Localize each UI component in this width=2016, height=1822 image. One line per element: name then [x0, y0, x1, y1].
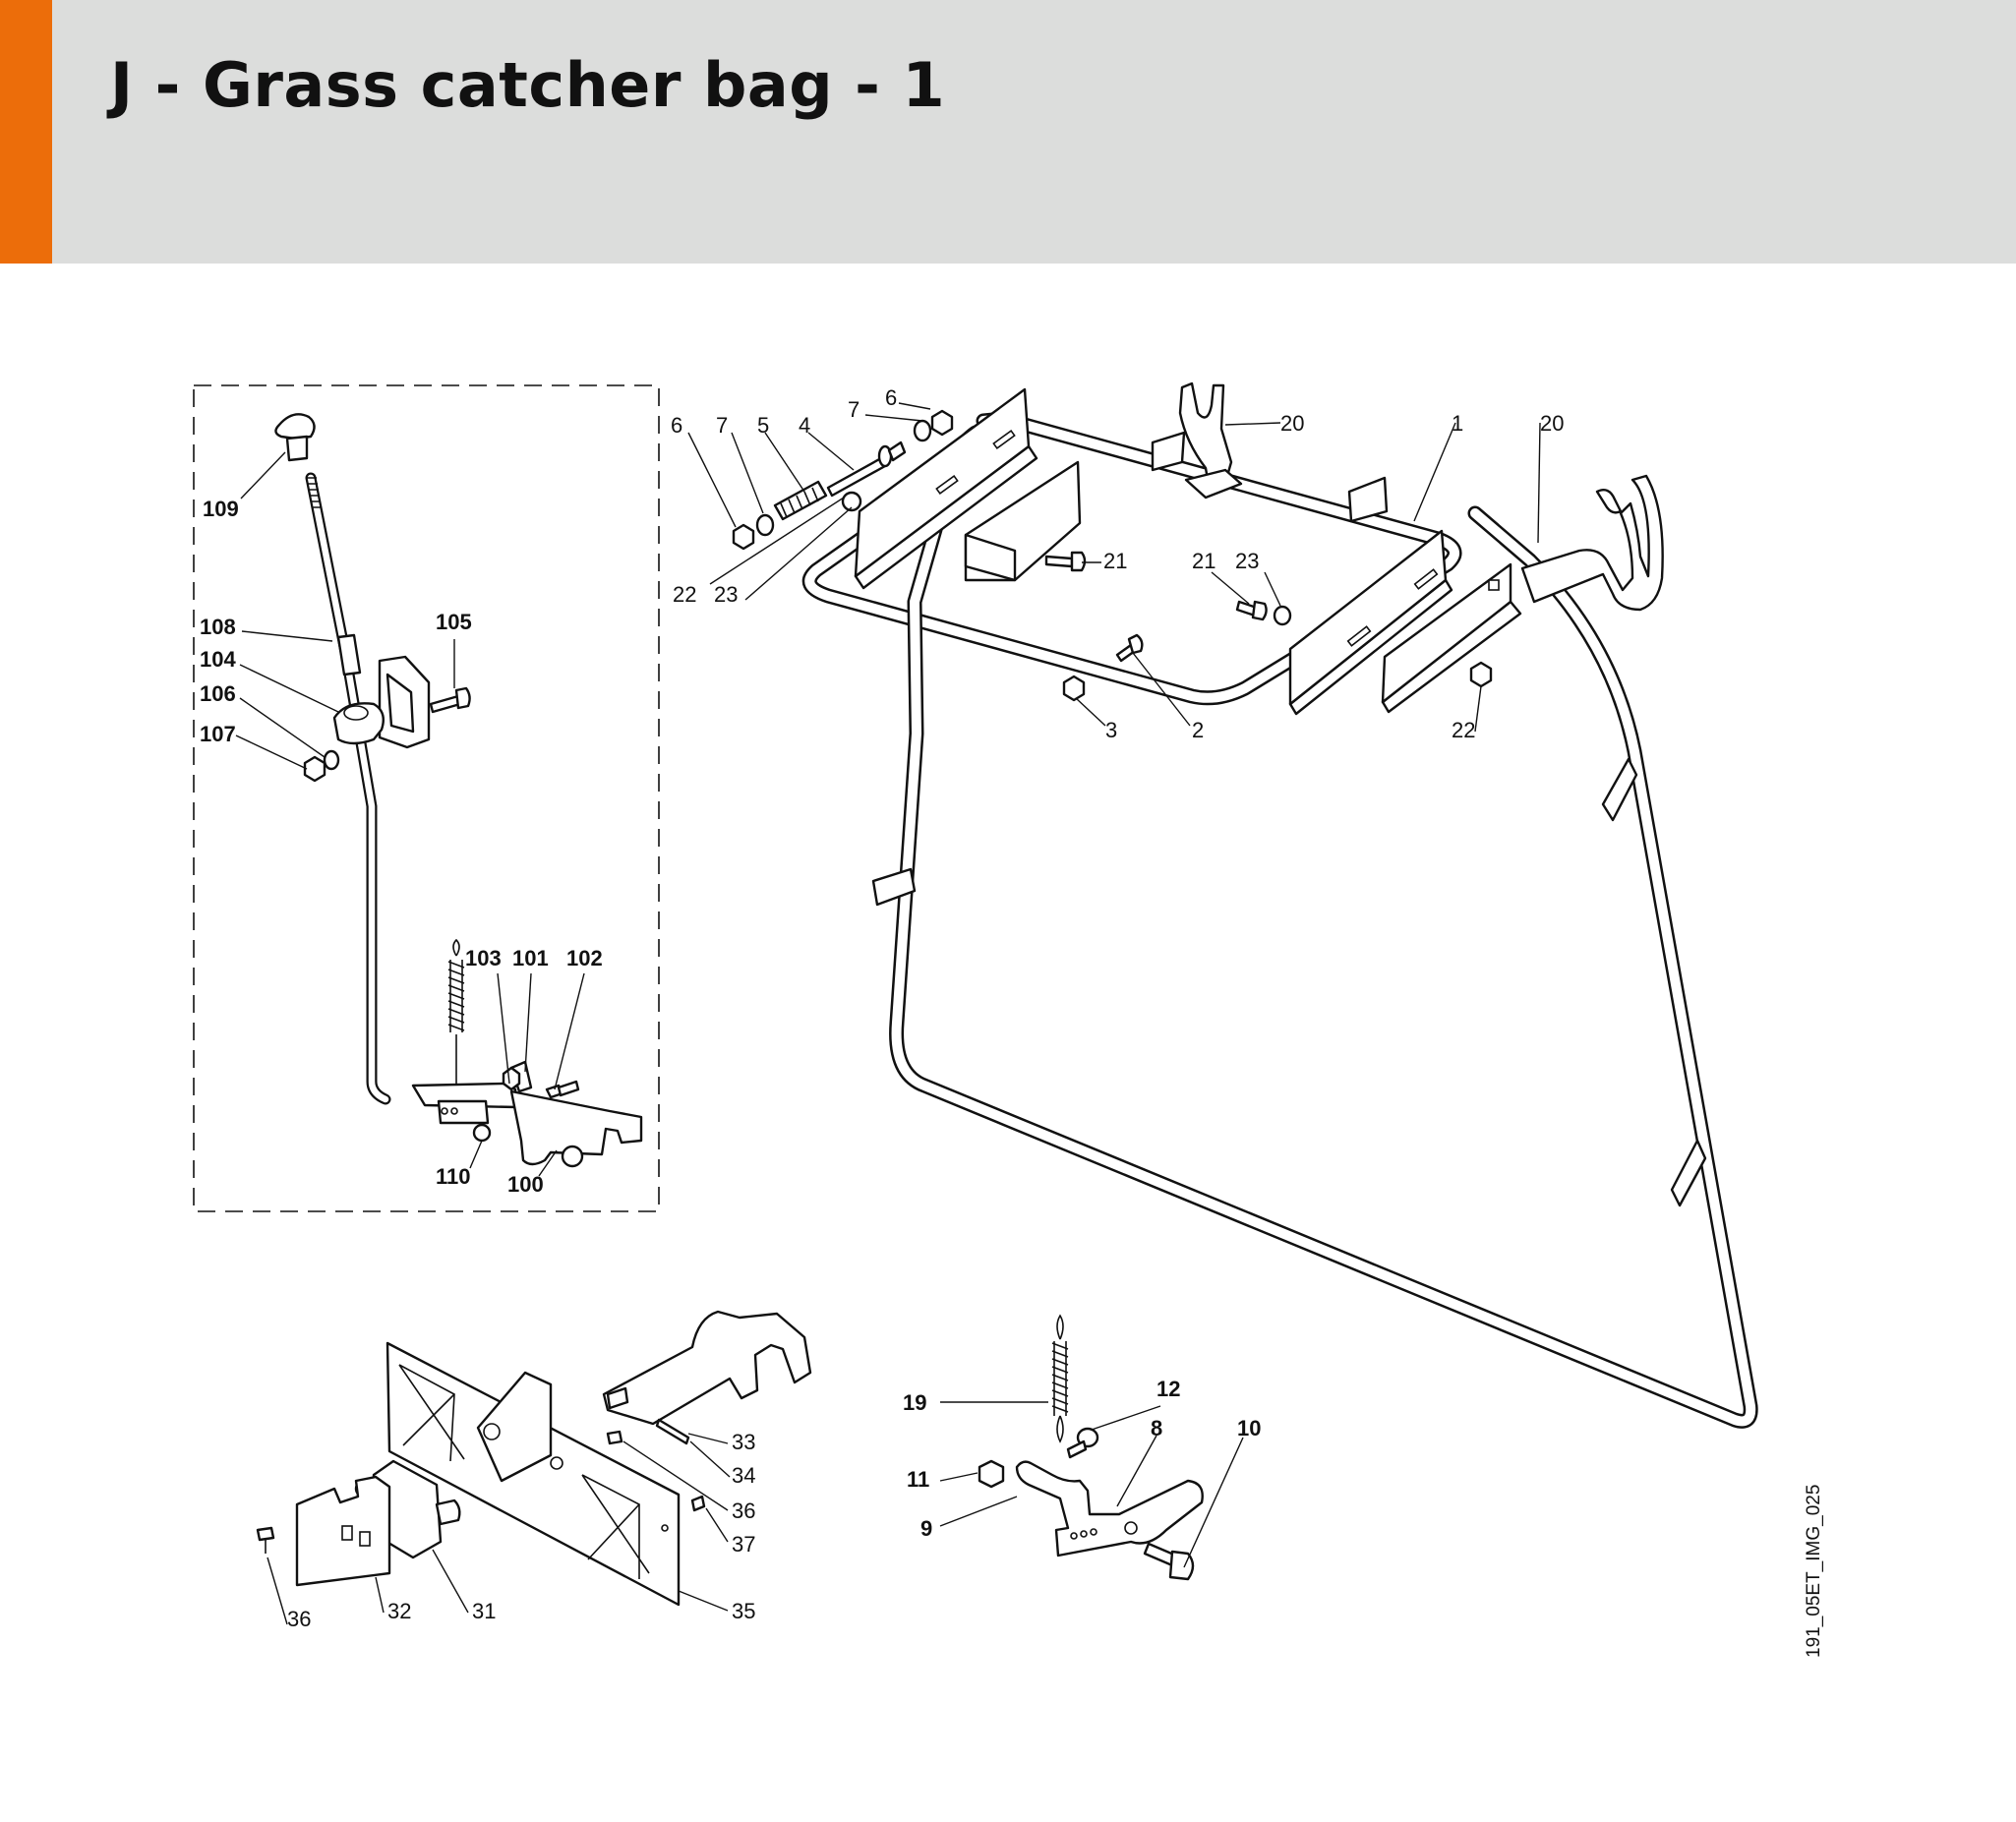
callout-104: 104 [200, 647, 236, 672]
strap-loop-icon [1601, 757, 1638, 822]
washer-106-icon [323, 749, 340, 771]
callout-110: 110 [436, 1164, 471, 1189]
nut-6b-icon [930, 409, 954, 437]
spring-icon [447, 938, 465, 1087]
callout-22a: 22 [673, 582, 696, 607]
nut-107-icon [303, 755, 326, 783]
callout-22b: 22 [1452, 718, 1475, 742]
callout-34: 34 [732, 1463, 755, 1488]
accent-bar [0, 0, 52, 264]
callout-109: 109 [203, 497, 239, 521]
bolt-21a-icon [1044, 551, 1087, 572]
side-rail-mid-icon [964, 460, 1082, 582]
inset-frame [193, 384, 660, 1212]
hook-20a-icon [1178, 382, 1243, 500]
callout-5: 5 [757, 413, 769, 438]
side-rail-right-icon [1288, 529, 1453, 716]
callout-7a: 7 [716, 413, 728, 438]
callout-103: 103 [465, 946, 502, 970]
screw-36b-icon [256, 1526, 275, 1554]
callout-2: 2 [1192, 718, 1204, 742]
side-rail-right2-icon [1381, 562, 1522, 714]
nut-22-icon [1469, 661, 1493, 688]
callout-23a: 23 [714, 582, 738, 607]
strap-loop-icon [871, 867, 917, 907]
bolt-10-icon [1143, 1542, 1195, 1581]
callout-31: 31 [472, 1599, 496, 1623]
side-rail-left-icon [854, 387, 1038, 590]
callout-10: 10 [1237, 1416, 1261, 1440]
callout-6a: 6 [671, 413, 682, 438]
clip-icon [1151, 431, 1186, 472]
callout-1: 1 [1452, 411, 1463, 436]
latch-plate-icon [385, 1341, 681, 1607]
nut-3-icon [1062, 675, 1086, 702]
callout-37: 37 [732, 1532, 755, 1557]
strap-loop-icon [1670, 1139, 1707, 1207]
lever-plate-icon [411, 1060, 643, 1168]
parts-diagram: 109 108 104 106 107 105 103 101 102 110 … [0, 264, 2016, 1817]
callout-36a: 36 [732, 1499, 755, 1523]
callout-19: 19 [903, 1390, 926, 1415]
callout-33: 33 [732, 1430, 755, 1454]
bolt-2-icon [1115, 633, 1144, 663]
spring-19-icon [1051, 1314, 1069, 1443]
cover-32-icon [295, 1475, 391, 1587]
callout-21a: 21 [1103, 549, 1127, 573]
callout-23b: 23 [1235, 549, 1259, 573]
washer-23b-icon [1273, 605, 1292, 626]
lift-rod-icon [305, 472, 391, 1105]
latch-hook-33-icon [602, 1310, 812, 1426]
callout-101: 101 [512, 946, 549, 970]
callout-8: 8 [1151, 1416, 1162, 1440]
nut-11-icon [978, 1459, 1005, 1489]
callout-106: 106 [200, 681, 236, 706]
clip-icon [1347, 476, 1389, 523]
callout-20a: 20 [1280, 411, 1304, 436]
page-title: J - Grass catcher bag - 1 [110, 49, 946, 121]
callout-11: 11 [907, 1467, 929, 1492]
rod-bracket-icon [332, 655, 431, 749]
callout-105: 105 [436, 610, 472, 634]
callout-35: 35 [732, 1599, 755, 1623]
callout-108: 108 [200, 615, 236, 639]
pin-34-icon [655, 1418, 690, 1445]
lever-8-icon [1015, 1460, 1204, 1558]
page-header: J - Grass catcher bag - 1 [0, 0, 2016, 264]
callout-7b: 7 [848, 397, 860, 422]
callout-32: 32 [387, 1599, 411, 1623]
screw-12-icon [1066, 1427, 1099, 1459]
screw-36-icon [606, 1430, 623, 1445]
callout-107: 107 [200, 722, 236, 746]
image-code: 191_05ET_IMG_025 [1804, 1485, 1824, 1658]
callout-3: 3 [1105, 718, 1117, 742]
callout-6b: 6 [885, 385, 897, 410]
callout-100: 100 [507, 1172, 544, 1197]
callout-9: 9 [920, 1516, 932, 1541]
callout-102: 102 [566, 946, 603, 970]
washer-7-icon [755, 513, 775, 537]
callout-36b: 36 [287, 1607, 311, 1631]
callout-21b: 21 [1192, 549, 1216, 573]
hook-20b-icon [1520, 474, 1664, 612]
washer-7b-icon [913, 419, 932, 442]
nut-6-icon [732, 523, 755, 551]
callout-12: 12 [1156, 1377, 1180, 1401]
screw-37-icon [690, 1495, 706, 1512]
bolt-4-icon [826, 441, 907, 498]
bolt-21b-icon [1235, 600, 1268, 621]
washer-23-icon [841, 491, 862, 512]
bolt-105-icon [429, 686, 471, 714]
washer-110-icon [472, 1123, 492, 1143]
callout-20b: 20 [1540, 411, 1564, 436]
callout-4: 4 [799, 413, 810, 438]
knob-icon [274, 413, 316, 462]
